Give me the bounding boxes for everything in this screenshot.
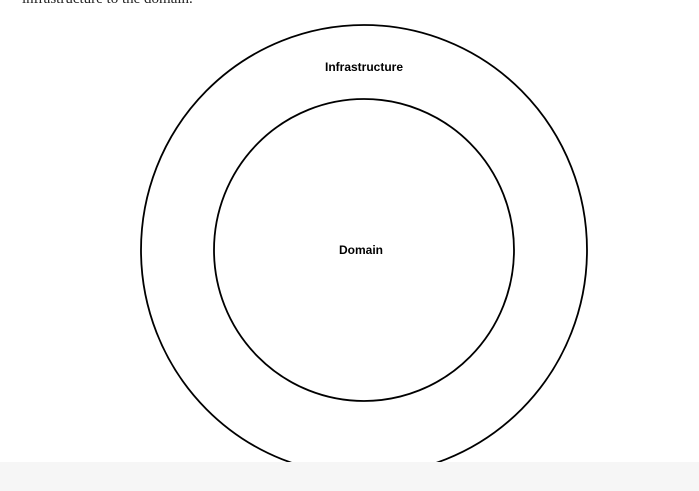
infrastructure-label: Infrastructure bbox=[325, 60, 403, 74]
domain-label: Domain bbox=[339, 243, 383, 257]
page-text-snippet: infrastructure to the domain. bbox=[22, 0, 193, 8]
bottom-band bbox=[0, 462, 699, 491]
inner-ring-domain bbox=[213, 98, 515, 402]
